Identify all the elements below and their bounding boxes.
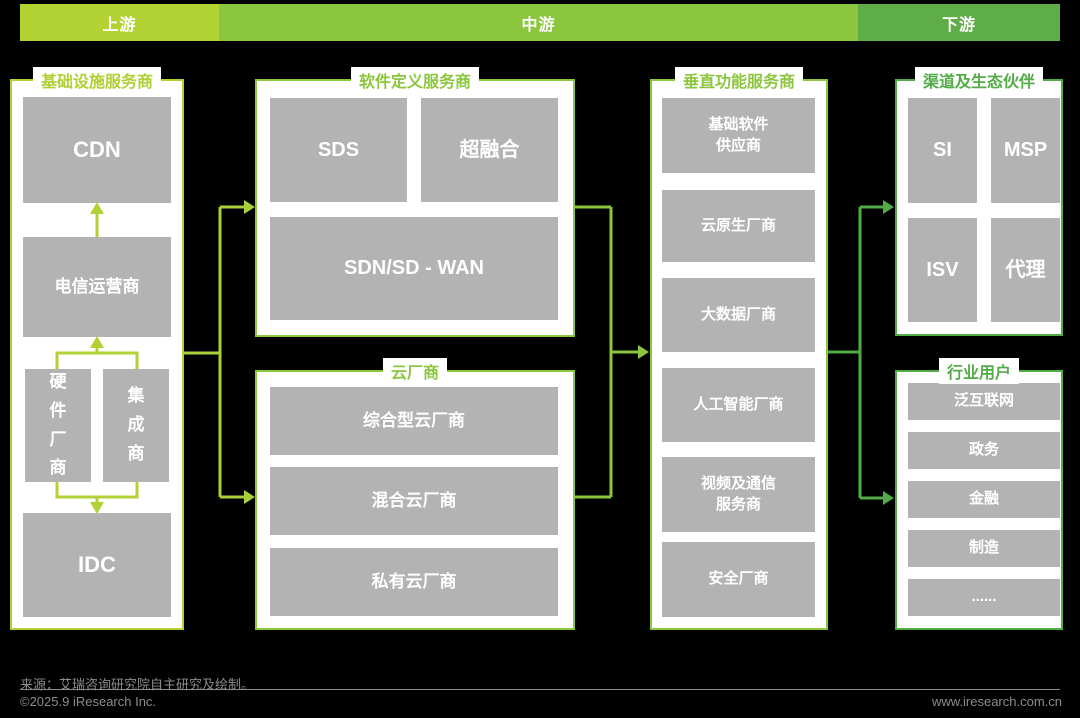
footer-copyright: ©2025.9 iResearch Inc.: [20, 694, 157, 709]
stage-midstream: 中游: [219, 4, 858, 41]
vertical-function-card-title: 垂直功能服务商: [674, 67, 804, 93]
industry-users-card-title: 行业用户: [938, 358, 1020, 384]
footer-website: www.iresearch.com.cn: [931, 694, 1062, 709]
node-isv: ISV: [908, 218, 977, 322]
node-agent: 代理: [991, 218, 1060, 322]
node-pan-internet: 泛互联网: [908, 383, 1060, 420]
node-telecom-operator: 电信运营商: [23, 237, 171, 337]
stage-upstream: 上游: [20, 4, 219, 41]
node-hybrid-cloud: 混合云厂商: [270, 467, 558, 535]
infrastructure-card: 基础设施服务商 CDN 电信运营商 硬件厂商 集成商 IDC: [10, 67, 184, 630]
stage-upstream-label: 上游: [102, 16, 137, 34]
node-manufacturing: 制造: [908, 530, 1060, 567]
infrastructure-card-title: 基础设施服务商: [32, 67, 162, 93]
stage-downstream: 下游: [858, 4, 1060, 41]
chain-stage-bar: 上游 中游 下游: [20, 4, 1060, 41]
node-basic-software-supplier: 基础软件 供应商: [662, 98, 815, 173]
vertical-function-card: 垂直功能服务商 基础软件 供应商 云原生厂商 大数据厂商 人工智能厂商 视频及通…: [650, 67, 828, 630]
connector-midstream-to-vertical: [575, 205, 649, 499]
node-sdn-sdwan: SDN/SD - WAN: [270, 217, 558, 320]
footer-divider-line: [20, 689, 1060, 690]
node-msp: MSP: [991, 98, 1060, 203]
industry-users-card: 行业用户 泛互联网 政务 金融 制造 ......: [895, 358, 1063, 630]
channel-ecosystem-card-title: 渠道及生态伙伴: [914, 67, 1044, 93]
node-si: SI: [908, 98, 977, 203]
node-video-comm: 视频及通信 服务商: [662, 457, 815, 532]
cloud-vendors-card: 云厂商 综合型云厂商 混合云厂商 私有云厂商: [255, 358, 575, 630]
node-hyperconverged: 超融合: [421, 98, 558, 202]
node-integrator-label: 集成商: [127, 386, 145, 463]
channel-ecosystem-card: 渠道及生态伙伴 SI MSP ISV 代理: [895, 67, 1063, 336]
node-idc: IDC: [23, 513, 171, 617]
node-others-ellipsis: ......: [908, 579, 1060, 616]
node-hardware-vendor-label: 硬件厂商: [49, 371, 67, 478]
stage-downstream-label: 下游: [941, 16, 976, 34]
node-big-data: 大数据厂商: [662, 278, 815, 352]
node-cdn: CDN: [23, 97, 171, 203]
node-finance: 金融: [908, 481, 1060, 518]
node-cloud-native: 云原生厂商: [662, 190, 815, 262]
node-hardware-vendor: 硬件厂商: [25, 369, 91, 482]
node-government: 政务: [908, 432, 1060, 469]
node-integrator: 集成商: [103, 369, 169, 482]
connector-infra-to-midstream: [184, 200, 255, 504]
node-security-vendor: 安全厂商: [662, 542, 815, 617]
stage-midstream-label: 中游: [521, 16, 556, 34]
software-defined-card-title: 软件定义服务商: [350, 67, 480, 93]
node-sds: SDS: [270, 98, 407, 202]
node-ai-vendor: 人工智能厂商: [662, 368, 815, 442]
software-defined-card: 软件定义服务商 SDS 超融合 SDN/SD - WAN: [255, 67, 575, 337]
connector-vertical-to-downstream: [828, 200, 894, 505]
cloud-vendors-card-title: 云厂商: [382, 358, 448, 384]
node-private-cloud: 私有云厂商: [270, 548, 558, 616]
node-comprehensive-cloud: 综合型云厂商: [270, 387, 558, 455]
footer-source-note: 来源：艾瑞咨询研究院自主研究及绘制。: [20, 677, 255, 692]
